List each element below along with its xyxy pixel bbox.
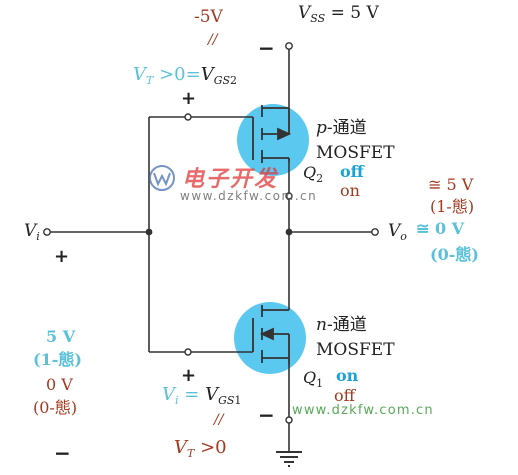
watermark-brand: 电子开发 [182,166,279,192]
pmos-drain-terminal [285,192,293,200]
output-high-state: (1-態) [430,197,474,216]
pmos-state-on: on [340,181,360,200]
vss-terminal [285,42,293,50]
input-level-high: 5 V [46,327,76,346]
nmos-state-on: on [336,366,359,385]
pmos-q-label: Q2 [303,163,323,185]
negative-gate-label: -5V [194,7,224,27]
pmos-mosfet-label: MOSFET [316,143,395,163]
nmos-gate-plus: + [181,365,196,386]
output-terminal [371,228,379,236]
pmos-transistor-symbol [252,105,292,163]
pmos-vt-condition: VT >0=VGS2 [133,64,237,87]
watermark-url-top: www.dzkfw.com.cn [180,189,317,203]
output-high-approx: ≅ 5 V [428,175,474,194]
nmos-q-label: Q1 [303,368,323,390]
nmos-vi-equals-vgs: Vi = VGS1 [162,384,241,407]
nmos-transistor-symbol [252,305,290,365]
pmos-highlight [237,104,309,176]
nmos-gate-terminal [184,348,192,356]
watermark-logo-icon [149,165,175,191]
input-level-low: 0 V [46,375,73,394]
pmos-state-off: off [340,162,365,181]
input-plus: + [54,246,69,267]
input-level-low-state: (0-態) [33,398,77,417]
input-terminal [43,228,51,236]
output-low-state: (0-態) [430,245,479,264]
nmos-type-label: n-通道 [316,315,367,335]
top-slash-mark: // [206,32,219,48]
output-junction-dot [285,228,293,236]
top-minus-sign: − [258,36,275,60]
vss-label: VSS = 5 V [298,3,379,25]
circuit-nodes [43,42,379,424]
circuit-wires [47,48,372,452]
input-junction-dot [145,228,153,236]
output-label: Vo [388,221,407,243]
pmos-type-label: p-通道 [316,118,367,138]
input-minus: − [54,441,71,465]
watermark-url-bottom: www.dzkfw.com.cn [292,403,434,418]
watermark-logo: 电子开发 www.dzkfw.com.cn [149,165,317,203]
nmos-state-off: off [334,386,357,405]
ground-symbol [276,451,302,467]
bottom-minus-sign: − [258,403,275,427]
pmos-gate-plus: + [181,88,196,109]
input-label: Vi [24,221,40,243]
input-level-high-state: (1-態) [33,350,82,369]
pmos-gate-terminal [184,113,192,121]
output-low-approx: ≅ 0 V [416,219,465,238]
bottom-slash-mark: // [212,412,225,428]
nmos-source-terminal [285,416,293,424]
nmos-mosfet-label: MOSFET [316,340,395,360]
nmos-vt-bottom: VT >0 [174,437,227,460]
